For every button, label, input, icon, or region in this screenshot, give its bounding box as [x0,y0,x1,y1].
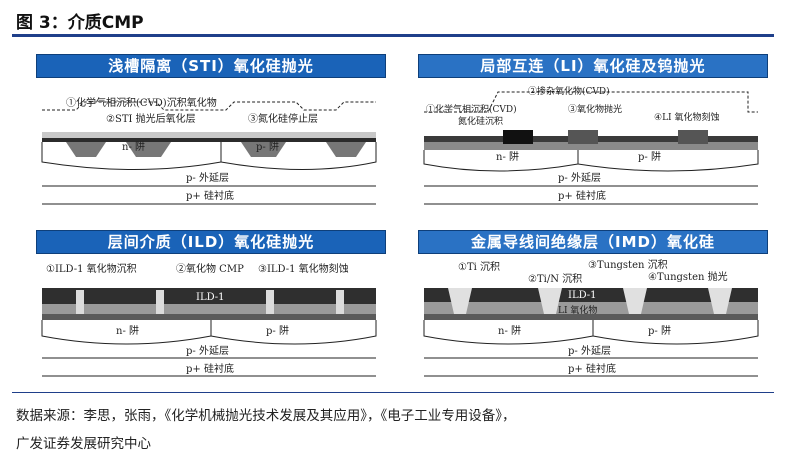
source-line-1: 数据来源：李思，张雨，《化学机械抛光技术发展及其应用》，《电子工业专用设备》， [16,408,516,424]
imd-label-9: p+ 硅衬底 [568,362,616,375]
ild-label-1: ②氧化物 CMP [176,262,244,275]
ild-label-4: n- 阱 [116,324,139,337]
panel-imd-title: 金属导线间绝缘层（IMD）氧化硅 [418,230,768,254]
panel-li-title: 局部互连（LI）氧化硅及钨抛光 [418,54,768,78]
source-rule [12,392,774,393]
sti-diagram: ①化学气相沉积(CVD)沉积氧化物 ②STI 抛光后氧化层 ③氮化硅停止层 n-… [41,96,377,205]
title-rule [12,34,774,37]
li-label-0: ②掺杂氧化物(CVD) [528,85,610,97]
li-label-8: p+ 硅衬底 [558,189,606,202]
panel-li: 局部互连（LI）氧化硅及钨抛光 ②掺杂氧化物(CVD) ①化学气相沉积(CVD)… [418,54,768,205]
imd-label-8: p- 外延层 [568,345,611,357]
panel-sti-title: 浅槽隔离（STI）氧化硅抛光 [36,54,386,78]
ild-diagram: ①ILD-1 氧化物沉积 ②氧化物 CMP ③ILD-1 氧化物刻蚀 ILD-1… [41,262,377,377]
imd-label-3: ④Tungsten 抛光 [648,270,728,283]
sti-label-2: ③氮化硅停止层 [248,112,318,125]
ild-label-0: ①ILD-1 氧化物沉积 [46,262,137,275]
li-label-3: ③氧化物抛光 [568,103,622,115]
li-label-1: ①化学气相沉积(CVD) [426,103,517,115]
li-label-4: ④LI 氧化物刻蚀 [654,111,719,123]
sti-label-4: p- 阱 [256,140,279,153]
imd-label-0: ①Ti 沉积 [458,260,500,273]
sti-label-3: n- 阱 [122,140,145,153]
sti-label-0: ①化学气相沉积(CVD)沉积氧化物 [66,96,217,109]
li-label-2: 氮化硅沉积 [458,115,503,127]
imd-label-4: ILD-1 [568,290,597,301]
li-label-6: p- 阱 [638,150,661,163]
panel-imd: 金属导线间绝缘层（IMD）氧化硅 ①Ti 沉积 ③Tungsten 沉积 ②Ti… [418,230,768,380]
li-diagram: ②掺杂氧化物(CVD) ①化学气相沉积(CVD) 氮化硅沉积 ③氧化物抛光 ④L… [423,85,759,205]
sti-label-1: ②STI 抛光后氧化层 [106,112,196,125]
panel-ild-title: 层间介质（ILD）氧化硅抛光 [36,230,386,254]
ild-label-2: ③ILD-1 氧化物刻蚀 [258,262,349,275]
imd-label-5: LI 氧化物 [558,304,597,316]
source-note: 数据来源：李思，张雨，《化学机械抛光技术发展及其应用》，《电子工业专用设备》， … [16,402,772,458]
ild-label-5: p- 阱 [266,324,289,337]
ild-label-3: ILD-1 [196,292,225,303]
sti-label-5: p- 外延层 [186,172,229,184]
imd-label-6: n- 阱 [498,324,521,337]
ild-label-7: p+ 硅衬底 [186,362,234,375]
li-label-5: n- 阱 [496,150,519,163]
imd-label-7: p- 阱 [648,324,671,337]
panel-sti: 浅槽隔离（STI）氧化硅抛光 ①化学气相沉积(CVD)沉积氧化物 ②STI 抛光… [36,54,386,205]
ild-label-6: p- 外延层 [186,345,229,357]
imd-label-2: ②Ti/N 沉积 [528,272,582,285]
source-line-2: 广发证券发展研究中心 [16,436,151,452]
imd-label-1: ③Tungsten 沉积 [588,258,668,271]
panel-ild: 层间介质（ILD）氧化硅抛光 ①ILD-1 氧化物沉积 ②氧化物 CMP ③IL… [36,230,386,380]
li-label-7: p- 外延层 [558,172,601,184]
figure-title: 图 3：介质CMP [16,13,144,33]
sti-label-6: p+ 硅衬底 [186,189,234,202]
imd-diagram: ①Ti 沉积 ③Tungsten 沉积 ②Ti/N 沉积 ④Tungsten 抛… [423,258,759,377]
